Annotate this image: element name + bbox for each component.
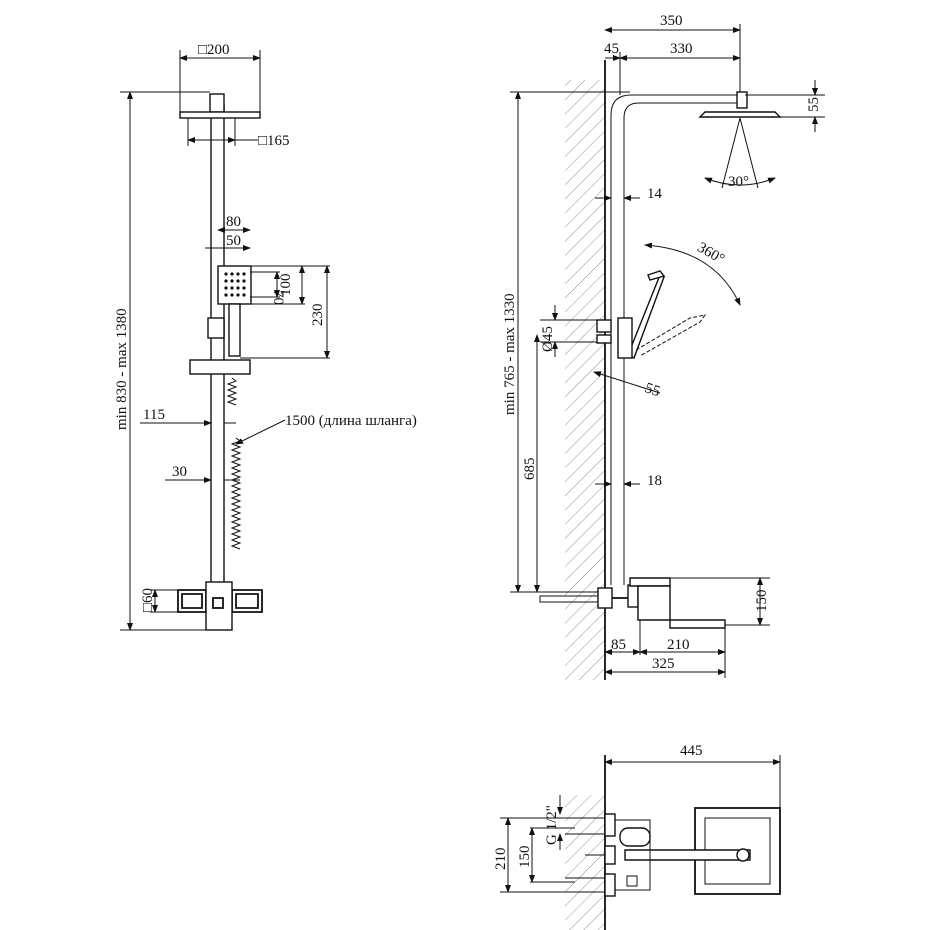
side-view: 350 45 330 55 30° 14 360° Ø45 55 min 765… [502, 13, 825, 680]
slider-holder [189, 359, 251, 375]
shower-pole [210, 104, 225, 586]
side-rain-head [698, 111, 782, 118]
dim-holder-height: 685 [522, 458, 538, 481]
side-holder [617, 317, 633, 359]
dim-pipe: 30 [172, 464, 187, 480]
dim-holder-diameter: Ø45 [540, 326, 556, 352]
dim-rotation: 360° [694, 240, 727, 268]
dim-hand-width: 80 [226, 214, 241, 230]
dim-spray-angle: 30° [728, 174, 749, 190]
dim-head-height: 55 [806, 97, 822, 112]
dim-wall-gap: 45 [604, 41, 619, 57]
side-spout [669, 619, 726, 629]
shower-column [610, 94, 745, 585]
dim-head-size: □200 [198, 42, 230, 58]
dim-thread: G 1/2" [544, 805, 560, 845]
head-connector [209, 93, 225, 113]
hand-shower-handle [228, 303, 241, 357]
dim-mixer-box: □60 [140, 588, 156, 612]
dim-hand-inner: 50 [226, 233, 241, 249]
side-mixer-body [637, 585, 671, 621]
dim-hand-span: 230 [310, 304, 326, 327]
dim-spout: 210 [667, 637, 690, 653]
dim-pipe-lower: 18 [647, 473, 662, 489]
mixer-right-handle [231, 589, 263, 613]
label-hose-length: 1500 (длина шланга) [285, 413, 417, 429]
dim-total-reach: 350 [660, 13, 683, 29]
dim-height-range-side: min 765 - max 1330 [502, 293, 518, 415]
mixer-body [205, 581, 233, 631]
wall-hatch [565, 80, 605, 680]
dim-offset: 115 [143, 407, 165, 423]
dim-mixer-height: 150 [754, 590, 770, 613]
hand-shower-head [217, 265, 252, 305]
dim-top-depth: 445 [680, 743, 703, 759]
front-view: □200 □165 80 50 70 100 230 1500 (длина ш… [114, 42, 417, 631]
shower-hose [230, 437, 242, 550]
dim-pipe-upper: 14 [647, 186, 663, 202]
dim-height-range: min 830 - max 1380 [114, 308, 130, 430]
dim-hand-height: 100 [278, 274, 294, 297]
rain-head [179, 111, 261, 119]
dim-top-spacing: 210 [493, 848, 509, 871]
dim-holder-size: 55 [643, 380, 662, 400]
dim-hand-inner-h: 70 [270, 290, 286, 305]
top-arm [624, 849, 751, 861]
dim-mixer-offset: 85 [611, 637, 626, 653]
mixer-left-handle [177, 589, 207, 613]
dim-plate-size: □165 [258, 133, 290, 149]
dim-mixer-depth: 325 [652, 656, 675, 672]
dim-arm: 330 [670, 41, 693, 57]
spray-nozzles [224, 272, 246, 297]
dim-inlet-spacing: 150 [517, 846, 533, 869]
top-view: 445 210 150 G 1/2" [493, 743, 781, 930]
side-mixer-lever [629, 577, 671, 587]
